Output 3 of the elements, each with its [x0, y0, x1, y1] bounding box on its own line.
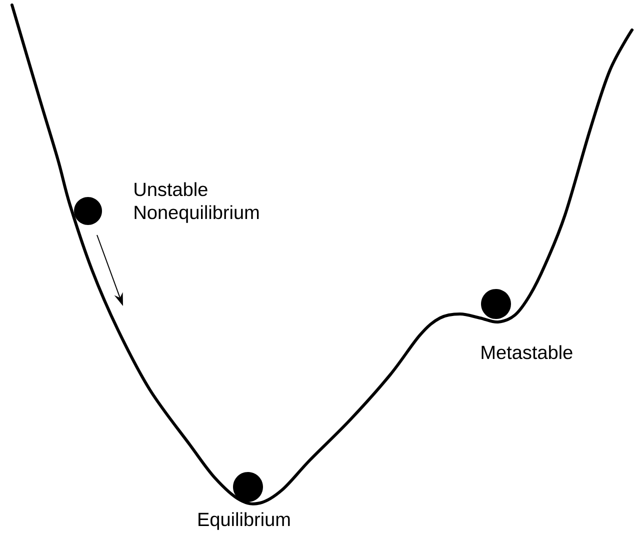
state-label: Metastable: [482, 345, 572, 360]
state-label: Equilibrium: [198, 512, 290, 530]
state-label: Unstable Nonequilibrium: [134, 182, 259, 223]
